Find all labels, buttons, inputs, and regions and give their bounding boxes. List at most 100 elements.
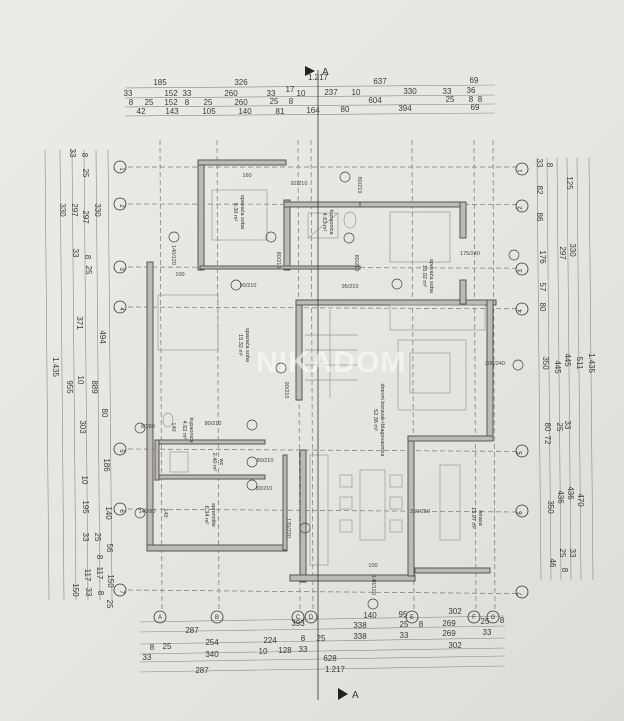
dimension-label-right: 470 bbox=[576, 493, 585, 507]
dimension-label-right: 8 bbox=[545, 163, 554, 168]
dimension-label-top: 10 bbox=[297, 89, 306, 98]
axis-row-label: 1 bbox=[518, 169, 524, 173]
room-name: spremište bbox=[210, 503, 216, 527]
dimension-label-left: 25 bbox=[93, 533, 102, 542]
opening-size-label: 140 bbox=[162, 508, 168, 517]
axis-row-label: 5 bbox=[518, 451, 524, 455]
dimension-label-top: 25 bbox=[204, 98, 213, 107]
axis-column-label: E bbox=[410, 615, 414, 621]
axis-row-marker bbox=[113, 583, 127, 597]
axis-row-label: 3 bbox=[118, 267, 124, 271]
dimension-label-top: 33 bbox=[443, 87, 452, 96]
room-name: dnevni boravak+blagovaonica bbox=[379, 384, 385, 458]
axis-column-label: C bbox=[296, 615, 301, 621]
axis-row-label: 1 bbox=[118, 167, 124, 171]
dimension-label-left: 33 bbox=[68, 149, 77, 158]
dimension-label-bottom: 254 bbox=[205, 638, 219, 647]
room-area: 52.36 m² bbox=[372, 409, 378, 431]
dimension-label-top: 8 bbox=[129, 98, 134, 107]
dimension-label-bottom: 25 bbox=[163, 642, 172, 651]
dimension-label-left: 150 bbox=[71, 583, 80, 597]
dimension-label-left: 297 bbox=[70, 203, 79, 217]
dimension-label-bottom: 628 bbox=[323, 654, 337, 663]
dimension-label-top: 8 bbox=[185, 98, 190, 107]
dimension-label-bottom: 8 bbox=[500, 616, 505, 625]
axis-column-marker bbox=[486, 610, 500, 624]
dimension-label-right: 57 bbox=[538, 283, 547, 292]
opening-reference-marker bbox=[299, 522, 311, 534]
opening-reference-marker bbox=[275, 362, 287, 374]
opening-size-label: 80/80 bbox=[141, 424, 155, 430]
dimension-label-right: 436 bbox=[556, 490, 565, 504]
dimension-label-left: 955 bbox=[65, 380, 74, 394]
dimension-label-top: 260 bbox=[224, 89, 238, 98]
dimension-label-left: 140 bbox=[104, 506, 113, 520]
dimension-label-right: 82 bbox=[535, 186, 544, 195]
furniture bbox=[157, 189, 486, 566]
dimension-label-right: 8 bbox=[560, 568, 569, 573]
opening-size-label: 160 bbox=[242, 173, 251, 179]
dimension-label-left: 330 bbox=[58, 203, 67, 217]
room-name: spavaća soba bbox=[244, 328, 250, 363]
opening-size-label: 80/210 bbox=[257, 458, 274, 464]
dimension-label-bottom: 128 bbox=[278, 646, 292, 655]
dimension-label-right: 25 bbox=[555, 423, 564, 432]
dimension-label-left: 8 bbox=[80, 153, 89, 158]
opening-reference-marker bbox=[246, 479, 258, 491]
dimension-label-bottom: 287 bbox=[185, 626, 199, 635]
dimension-label-left: 25 bbox=[84, 266, 93, 275]
dimension-label-right: 72 bbox=[543, 436, 552, 445]
opening-reference-marker bbox=[508, 249, 520, 261]
opening-size-label: 80/210 bbox=[256, 486, 273, 492]
dimension-label-bottom: 33 bbox=[400, 631, 409, 640]
axis-row-marker bbox=[113, 160, 127, 174]
dimension-label-bottom: 393 bbox=[291, 619, 305, 628]
room-area: 6.34 m² bbox=[203, 506, 209, 525]
room-area: 4.63 m² bbox=[321, 213, 327, 232]
dimension-label-left: 1.435 bbox=[51, 357, 60, 378]
dimension-label-top: 394 bbox=[398, 104, 412, 113]
room-name: wc bbox=[218, 458, 224, 466]
dimension-label-right: 445 bbox=[553, 360, 562, 374]
axis-row-label: 6 bbox=[118, 509, 124, 513]
dimension-label-bottom: 302 bbox=[448, 641, 462, 650]
opening-size-label: 90/210 bbox=[240, 283, 257, 289]
dimension-label-top: 81 bbox=[276, 107, 285, 116]
dimension-label-left: 33 bbox=[84, 588, 93, 597]
dimension-label-top: 17 bbox=[286, 85, 295, 94]
opening-size-label: 80/210 bbox=[353, 255, 359, 272]
dimension-label-bottom: 25 bbox=[400, 620, 409, 629]
room-name: terasa bbox=[477, 510, 483, 526]
dimension-label-top: 80 bbox=[341, 105, 350, 114]
dimension-label-left: 494 bbox=[98, 330, 107, 344]
opening-reference-marker bbox=[391, 278, 403, 290]
opening-reference-marker bbox=[265, 231, 277, 243]
dimension-label-right: 125 bbox=[565, 176, 574, 190]
dimension-label-left: 8 bbox=[96, 591, 105, 596]
dimension-label-bottom: 340 bbox=[205, 650, 219, 659]
room-name: spavaća soba bbox=[428, 259, 434, 294]
dimension-label-right: 33 bbox=[568, 549, 577, 558]
dimension-label-top: 152 bbox=[164, 89, 178, 98]
dimension-label-left: 117 bbox=[95, 567, 104, 580]
axis-row-marker bbox=[113, 442, 127, 456]
axis-row-marker bbox=[113, 502, 127, 516]
dimension-label-left: 33 bbox=[71, 249, 80, 258]
room-area: 9.30 m² bbox=[232, 203, 238, 222]
opening-size-label: 140 bbox=[170, 422, 176, 431]
opening-reference-marker bbox=[367, 598, 379, 610]
dimension-label-bottom: 338 bbox=[353, 621, 367, 630]
axis-row-marker bbox=[515, 262, 529, 276]
axis-column-marker bbox=[210, 610, 224, 624]
axis-row-label: 2 bbox=[518, 206, 524, 210]
dimension-label-left: 10 bbox=[76, 376, 85, 385]
dimension-label-top: 33 bbox=[183, 89, 192, 98]
room-area: 13.97 m² bbox=[470, 507, 476, 529]
opening-size-label: 80/210 bbox=[275, 252, 281, 269]
watermark-logo: NIKADOM bbox=[256, 346, 406, 379]
dimension-label-bottom: 338 bbox=[353, 632, 367, 641]
dimension-label-right: 33 bbox=[563, 421, 572, 430]
